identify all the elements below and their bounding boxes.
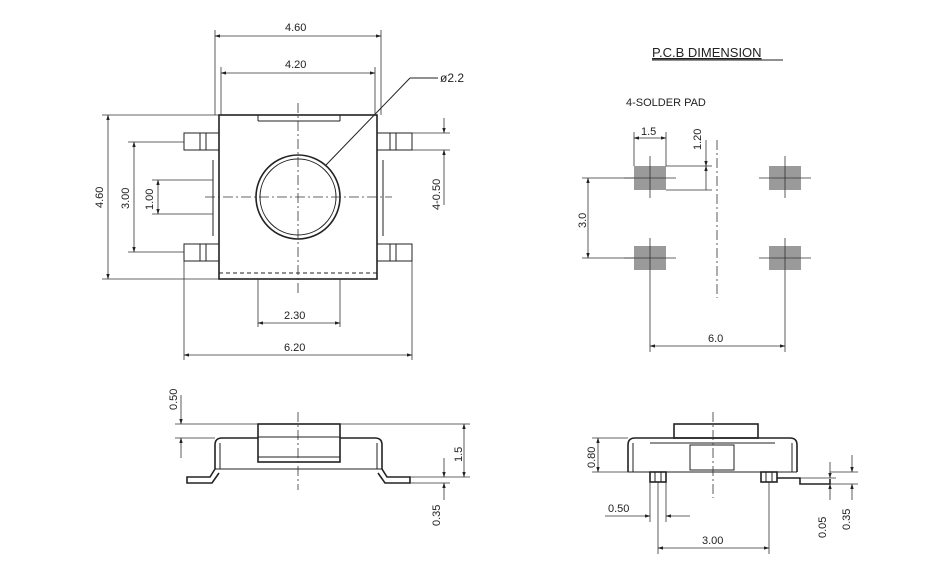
top-view: ø2.2 4.60 4.20 4.60 3.00 1.00 4-0.50 — [94, 22, 464, 360]
dim-width-inner: 4.20 — [285, 59, 306, 71]
dim-side2-lead-width: 0.50 — [608, 503, 629, 515]
side-view-right: 0.80 0.50 3.00 0.05 0.35 — [586, 412, 858, 554]
side2-body-outline — [627, 437, 798, 472]
pcb-dimension-view: P.C.B DIMENSION 4-SOLDER PAD 1.5 1.20 — [577, 45, 811, 352]
dim-width-outer: 4.60 — [285, 22, 306, 34]
side-body-outline — [214, 437, 383, 469]
pin-top-left — [183, 132, 220, 151]
side2-lead-right — [760, 471, 778, 483]
dim-button-width: 2.30 — [284, 310, 305, 322]
dim-pad-height: 1.20 — [692, 129, 704, 150]
dim-height: 4.60 — [94, 187, 106, 208]
dim-pin-width: 1.00 — [144, 189, 156, 210]
dim-side-top-height: 0.50 — [168, 389, 180, 410]
side-button-cap — [257, 423, 341, 463]
pcb-title: P.C.B DIMENSION — [652, 45, 762, 60]
dim-pad-pitch-horizontal: 6.0 — [708, 333, 723, 345]
dim-side2-lead-pitch: 3.00 — [702, 535, 723, 547]
dim-pad-width: 1.5 — [641, 126, 656, 138]
side-lead-right — [377, 468, 411, 484]
dim-button-diameter: ø2.2 — [440, 71, 464, 85]
dim-side2-lead-height: 0.35 — [841, 509, 853, 530]
pin-bottom-right — [376, 243, 413, 262]
dim-overall-width: 6.20 — [284, 342, 305, 354]
side2-lead-left — [649, 471, 667, 483]
dim-side-total-height: 1.5 — [453, 447, 465, 462]
pin-bottom-left — [183, 243, 220, 262]
dim-pin-pitch: 3.00 — [120, 188, 132, 209]
dim-side-lead-height: 0.35 — [431, 505, 443, 526]
pcb-subtitle: 4-SOLDER PAD — [626, 97, 706, 109]
dim-side2-body-height: 0.80 — [586, 447, 598, 468]
side2-button-cap — [673, 423, 759, 439]
dim-pad-pitch-vertical: 3.0 — [577, 213, 589, 228]
pin-top-right — [376, 132, 413, 151]
side-lead-left — [186, 468, 220, 484]
dim-pin-lead: 4-0.50 — [431, 179, 443, 210]
dim-side2-lead-thickness: 0.05 — [817, 517, 829, 538]
side-view-left: 0.50 1.5 0.35 — [168, 389, 470, 526]
